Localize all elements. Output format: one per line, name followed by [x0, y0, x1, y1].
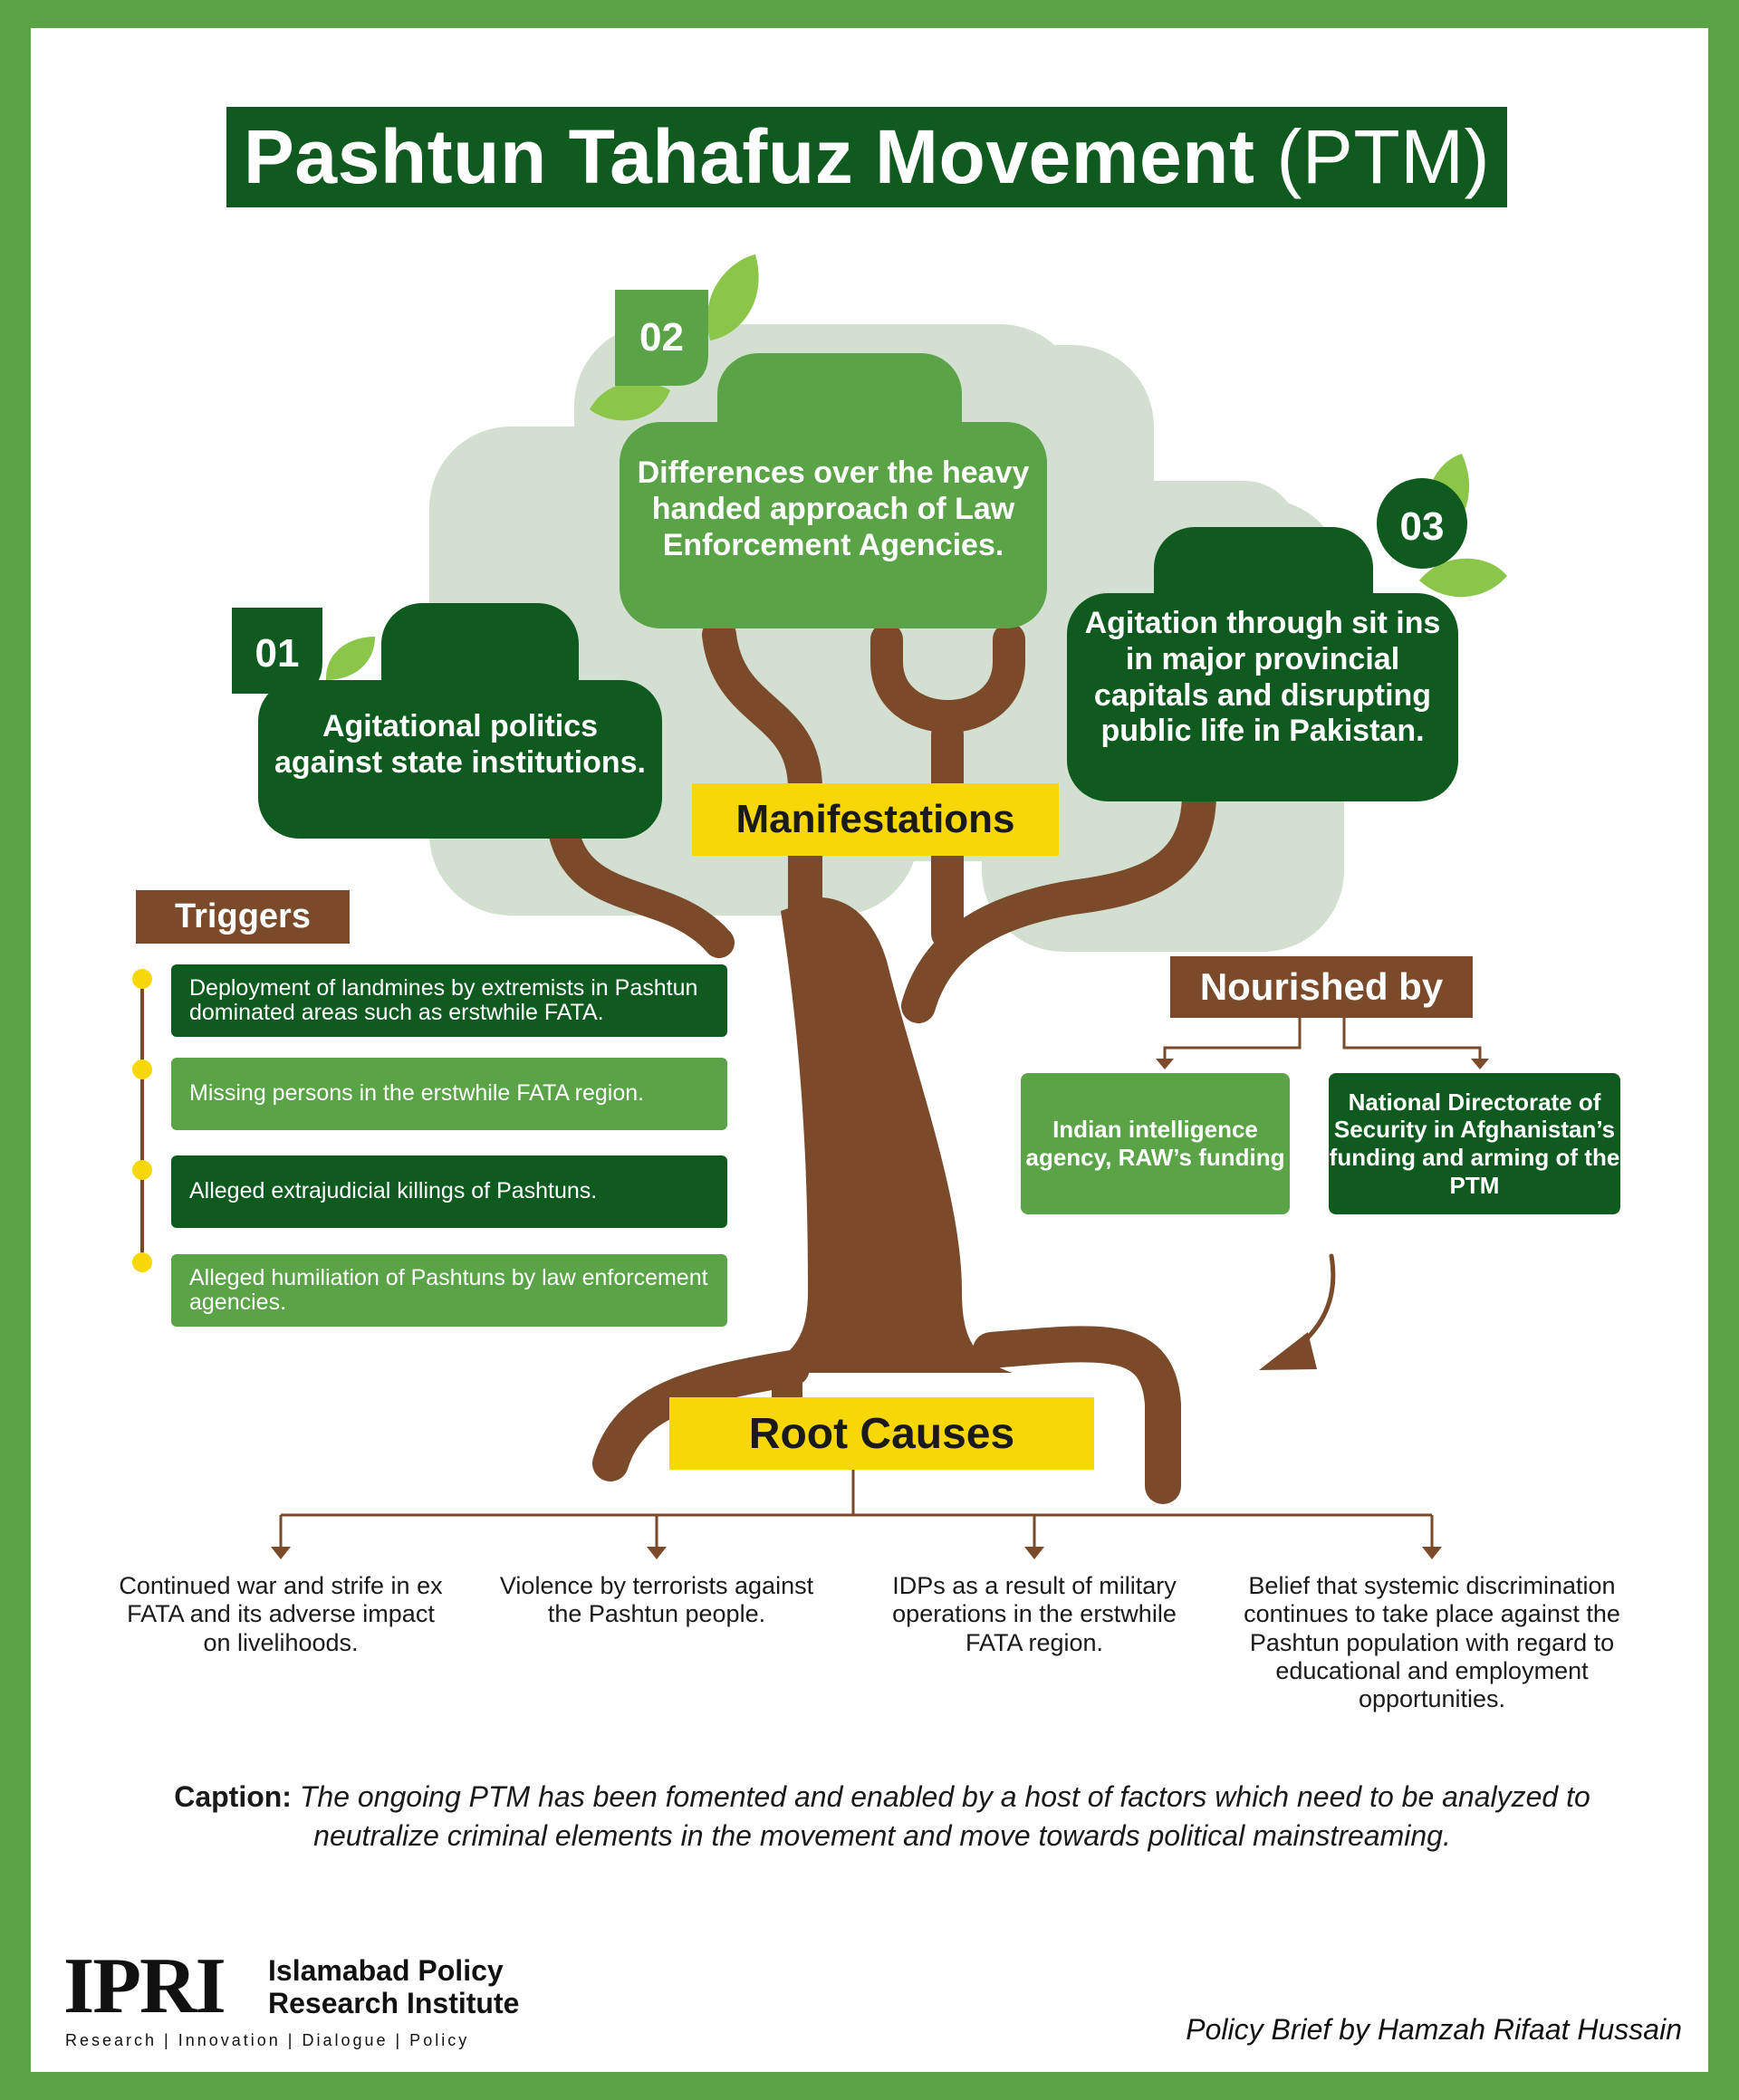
- caption: Caption: The ongoing PTM has been foment…: [121, 1778, 1643, 1855]
- badge-03-number: 03: [1399, 504, 1445, 549]
- trigger-item: Alleged extrajudicial killings of Pashtu…: [171, 1155, 727, 1228]
- logo-mark: IPRI: [63, 1942, 226, 2030]
- root-cause-item: IDPs as a result of military operations …: [892, 1572, 1177, 1656]
- root-cause-item: Continued war and strife in ex FATA and …: [119, 1572, 443, 1656]
- caption-label: Caption:: [174, 1780, 292, 1813]
- tree-branches: [545, 618, 1216, 1504]
- nourished-item-raw: Indian intelligence agency, RAW’s fundin…: [1021, 1073, 1290, 1214]
- trigger-dot: [132, 1060, 152, 1079]
- infographic-frame: Pashtun Tahafuz Movement (PTM) 02 03 01 …: [31, 28, 1708, 2072]
- manifestation-02-text: Differences over the heavy handed approa…: [637, 455, 1030, 562]
- badge-02-shape: [615, 290, 708, 386]
- tree-illustration: [140, 254, 1507, 1559]
- badge-03-shape: [1377, 478, 1467, 569]
- nourished-connectors: [1163, 1015, 1482, 1060]
- page-title: Pashtun Tahafuz Movement (PTM): [243, 114, 1491, 199]
- cloud-02: [620, 353, 1047, 628]
- badge-01-number: 01: [255, 631, 300, 676]
- trigger-item: Missing persons in the erstwhile FATA re…: [171, 1058, 727, 1130]
- root-causes-label: Root Causes: [669, 1397, 1094, 1470]
- manifestation-03-text: Agitation through sit ins in major provi…: [1084, 606, 1441, 749]
- cloud-03: [1067, 527, 1458, 801]
- trigger-item: Alleged humiliation of Pashtuns by law e…: [171, 1254, 727, 1327]
- root-cause-item: Belief that systemic discrimination cont…: [1244, 1572, 1620, 1713]
- caption-text: The ongoing PTM has been fomented and en…: [299, 1780, 1590, 1853]
- nourished-item-nds: National Directorate of Security in Afgh…: [1329, 1073, 1620, 1214]
- trigger-dot: [132, 1160, 152, 1180]
- nourished-by-label: Nourished by: [1170, 956, 1473, 1018]
- policy-brief-byline: Policy Brief by Hamzah Rifaat Hussain: [1186, 2013, 1682, 2046]
- badge-01-shape: [232, 608, 322, 694]
- trigger-item: Deployment of landmines by extremists in…: [171, 964, 727, 1037]
- root-cause-item: Violence by terrorists against the Pasht…: [499, 1572, 814, 1628]
- tree-trunk: [748, 897, 1013, 1373]
- trigger-dot: [132, 1252, 152, 1272]
- logo-tagline: Research | Innovation | Dialogue | Polic…: [65, 2031, 470, 2049]
- badge-02-number: 02: [639, 315, 684, 360]
- cloud-01: [258, 603, 662, 839]
- title-banner: Pashtun Tahafuz Movement (PTM): [226, 107, 1507, 207]
- logo-institute-name: Islamabad Policy Research Institute: [268, 1954, 520, 2019]
- manifestation-01-text: Agitational politics against state insti…: [274, 709, 646, 780]
- trigger-dot: [132, 969, 152, 989]
- triggers-label: Triggers: [136, 890, 350, 944]
- manifestations-label: Manifestations: [692, 783, 1059, 856]
- root-connectors: [279, 1468, 1434, 1549]
